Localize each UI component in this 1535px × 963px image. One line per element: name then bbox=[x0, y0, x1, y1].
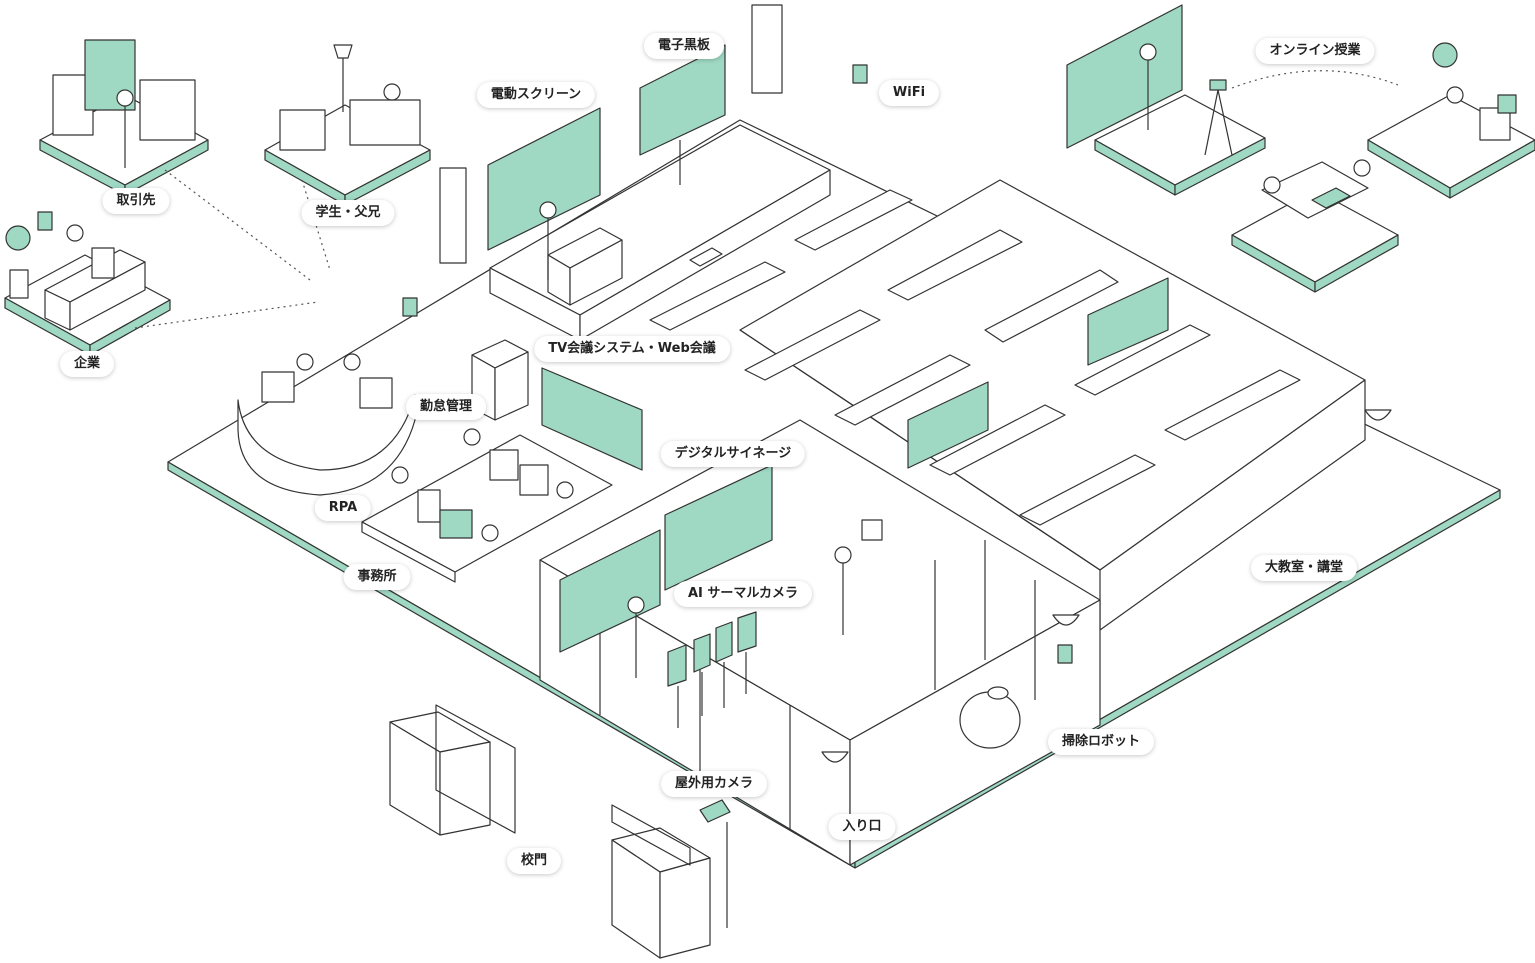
students-parents-scene bbox=[264, 44, 431, 206]
label-attendance-management: 勤怠管理 bbox=[405, 394, 487, 420]
copier bbox=[471, 339, 529, 421]
connection-lines bbox=[134, 70, 1399, 329]
school-gate-right bbox=[611, 799, 731, 959]
label-rpa: RPA bbox=[314, 495, 372, 521]
label-office: 事務所 bbox=[343, 564, 411, 590]
label-outdoor-camera: 屋外用カメラ bbox=[660, 771, 768, 797]
dome-cameras bbox=[821, 409, 1392, 763]
label-ai-thermal-camera: AI サーマルカメラ bbox=[673, 581, 813, 607]
thermal-camera-stands bbox=[667, 611, 757, 728]
speakers bbox=[439, 4, 783, 264]
people bbox=[296, 201, 852, 678]
wifi-devices bbox=[402, 64, 1073, 664]
lectern bbox=[547, 227, 623, 306]
video-conference-screen bbox=[541, 367, 643, 471]
label-online-class: オンライン授業 bbox=[1255, 38, 1375, 64]
reception-desk bbox=[237, 371, 416, 496]
label-large-classroom: 大教室・講堂 bbox=[1250, 555, 1358, 581]
company-scene bbox=[4, 211, 171, 356]
trading-partner-scene bbox=[39, 39, 209, 196]
label-cleaning-robot: 掃除ロボット bbox=[1047, 729, 1155, 755]
online-class-teacher-scene bbox=[1066, 4, 1266, 196]
label-digital-signage: デジタルサイネージ bbox=[660, 441, 806, 467]
label-trading-partner: 取引先 bbox=[102, 188, 170, 214]
label-wifi: WiFi bbox=[878, 80, 940, 106]
electric-screen bbox=[487, 107, 601, 251]
online-class-vr-scene bbox=[1231, 159, 1399, 293]
label-company: 企業 bbox=[59, 351, 115, 377]
classroom-screens bbox=[907, 277, 1169, 469]
cleaning-robot bbox=[959, 686, 1021, 749]
office-desks bbox=[361, 434, 613, 583]
label-electronic-blackboard: 電子黒板 bbox=[643, 33, 725, 59]
label-school-gate: 校門 bbox=[506, 848, 562, 874]
electronic-blackboard bbox=[639, 44, 726, 185]
label-video-conference: TV会議システム・Web会議 bbox=[534, 336, 730, 362]
classroom-desks bbox=[649, 189, 1301, 526]
online-class-home-scene bbox=[1367, 42, 1535, 199]
school-gate-left bbox=[389, 704, 516, 836]
label-electric-screen: 電動スクリーン bbox=[476, 82, 596, 108]
digital-signage bbox=[559, 464, 773, 653]
label-entrance: 入り口 bbox=[828, 814, 896, 840]
label-students-parents: 学生・父兄 bbox=[301, 200, 395, 226]
